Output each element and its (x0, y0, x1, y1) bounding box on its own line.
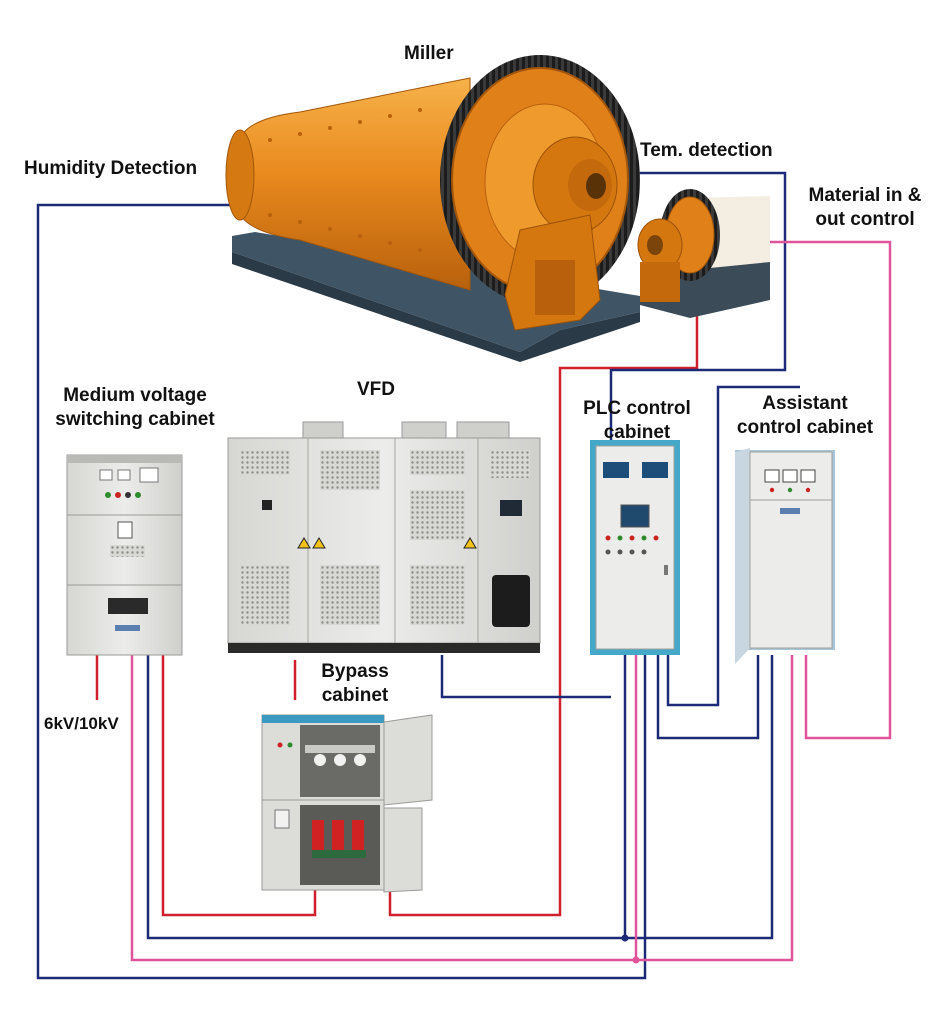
vfd-label: VFD (357, 379, 395, 400)
mv-cabinet-label-line2: switching cabinet (55, 409, 215, 430)
assistant-cabinet-label-line1: Assistant (762, 393, 848, 414)
assistant-cabinet-label-line2: control cabinet (736, 417, 874, 438)
plc-cabinet-label: PLC control cabinet (572, 397, 702, 445)
tem-detection-label: Tem. detection (640, 140, 773, 161)
small-mill-icon (637, 189, 770, 318)
bypass-cabinet-icon (261, 714, 433, 893)
mv-cabinet-icon (66, 454, 183, 656)
control-lines (130, 240, 892, 962)
material-control-label-line2: out control (815, 209, 915, 230)
control-junction (632, 956, 640, 964)
voltage-label: 6kV/10kV (44, 714, 119, 733)
ball-mill-icon (225, 55, 640, 362)
bypass-cabinet-label-line2: cabinet (321, 685, 389, 706)
humidity-detection-label: Humidity Detection (24, 158, 198, 179)
material-control-label-line1: Material in & (808, 185, 922, 206)
mv-cabinet-label-line1: Medium voltage (63, 385, 207, 406)
bypass-cabinet-label: Bypass cabinet (305, 660, 405, 708)
material-control-label: Material in & out control (790, 184, 940, 232)
plc-cabinet-icon (590, 440, 680, 655)
assistant-cabinet-label: Assistant control cabinet (720, 392, 890, 440)
signal-lines (36, 171, 800, 980)
assistant-cabinet-icon (735, 448, 835, 664)
plc-cabinet-label-line1: PLC control (583, 398, 691, 419)
mv-cabinet-label: Medium voltage switching cabinet (40, 384, 230, 432)
miller-label: Miller (404, 43, 454, 64)
bypass-cabinet-label-line1: Bypass (321, 661, 389, 682)
vfd-cabinet-icon (227, 421, 541, 653)
power-lines (95, 308, 699, 917)
plc-cabinet-label-line2: cabinet (603, 422, 671, 443)
signal-junction (621, 934, 629, 942)
